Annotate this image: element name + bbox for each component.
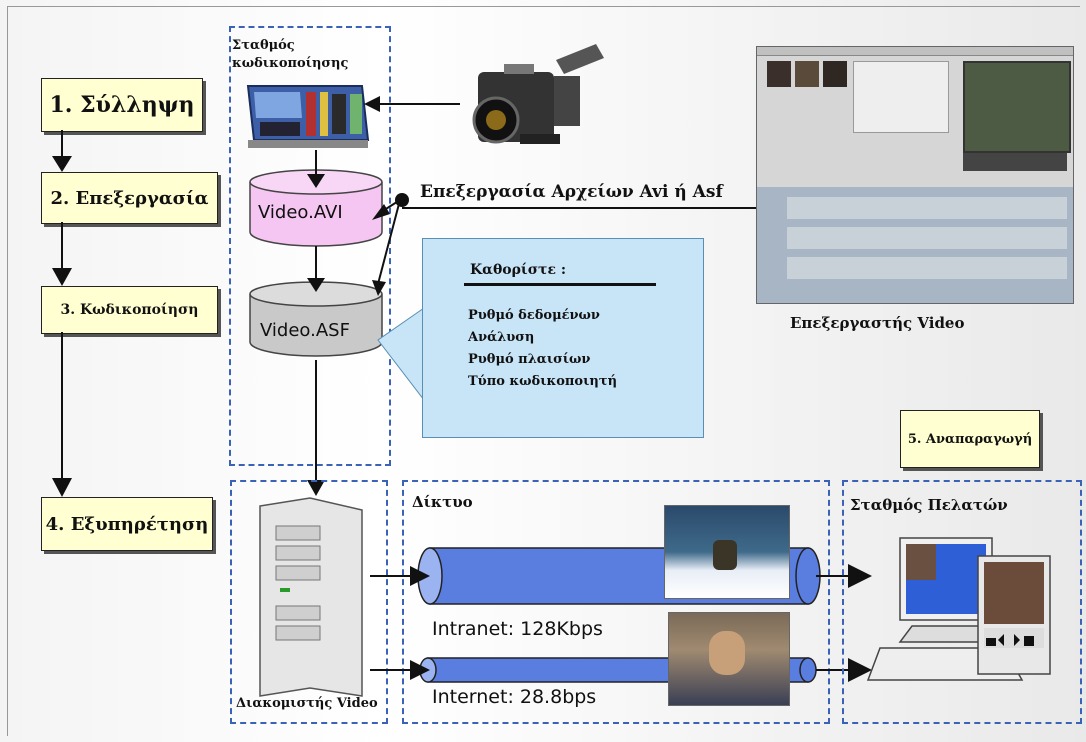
step-playback: 5. Αναπαραγωγή [900,410,1040,468]
video-avi-label: Video.AVI [258,202,343,223]
editor-controls [963,153,1067,171]
step-encoding-label: 3. Κωδικοποίηση [60,302,199,318]
editor-properties-pane [853,61,949,133]
step-playback-label: 5. Αναπαραγωγή [907,431,1033,447]
video-editor-label: Επεξεργαστής Video [790,314,965,332]
callout-heading: Καθορίστε : [470,262,566,278]
server-box [230,480,388,724]
callout-item: Ανάλυση [468,330,535,345]
video-avi-cylinder [249,169,383,247]
editor-menubar [757,47,1073,56]
editor-thumbnail [767,61,791,87]
callout-underline [464,283,656,286]
edit-files-label: Επεξεργασία Αρχείων Avi ή Asf [420,182,723,202]
video-editor-screenshot [756,46,1074,304]
step-capture: 1. Σύλληψη [41,78,203,132]
editor-thumbnail [795,61,819,87]
frame-top [7,6,1080,7]
step-processing-label: 2. Επεξεργασία [50,187,209,209]
editor-preview [963,61,1071,153]
encoding-station-title-1: Σταθμός [232,38,295,53]
step-capture-label: 1. Σύλληψη [49,92,195,118]
step-processing: 2. Επεξεργασία [41,172,218,224]
video-asf-label: Video.ASF [260,320,350,341]
winter-video-thumbnail [664,505,790,599]
callout-item: Ρυθμό δεδομένων [468,308,600,323]
camcorder-icon [472,44,604,144]
callout-item: Ρυθμό πλαισίων [468,352,591,367]
step-serving: 4. Εξυπηρέτηση [41,497,213,551]
intranet-label: Intranet: 128Kbps [432,618,603,640]
encoding-station-box [229,26,391,466]
person-video-thumbnail [668,612,790,706]
client-title: Σταθμός Πελατών [850,496,1008,514]
server-tower-icon [259,497,363,697]
camera-to-card-arrow [364,96,460,112]
capture-card-icon [246,85,370,148]
network-box [402,480,830,724]
network-title: Δίκτυο [412,493,473,511]
person-face [709,631,745,675]
step-encoding: 3. Κωδικοποίηση [41,286,218,334]
settings-callout [422,238,704,438]
encoding-station-title-2: κωδικοποίησης [232,56,349,71]
frame-left [7,6,8,736]
skier-figure [713,540,737,570]
client-computer-icon [866,537,1051,681]
server-label: Διακομιστής Video [236,696,378,711]
editor-track [787,197,1067,219]
editor-thumbnail [823,61,847,87]
client-box [842,480,1082,724]
editor-track [787,227,1067,249]
step-serving-label: 4. Εξυπηρέτηση [45,513,209,535]
callout-item: Τύπο κωδικοποιητή [468,374,618,389]
internet-label: Internet: 28.8bps [432,686,597,708]
editor-track [787,257,1067,279]
